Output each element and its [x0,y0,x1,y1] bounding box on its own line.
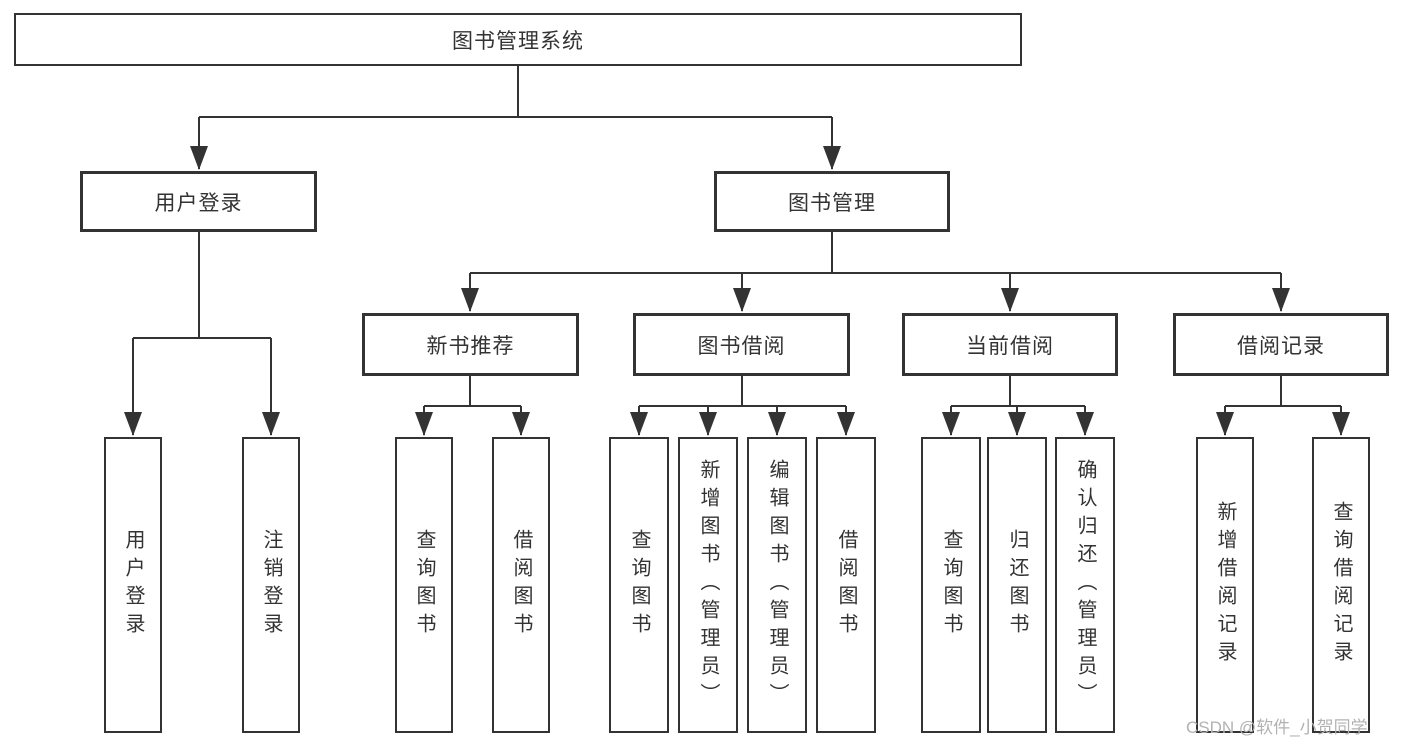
node-user-login-label: 用户登录 [154,191,243,215]
leaf-query-books-newbook-label: 查询图书 [413,529,435,641]
node-root-system: 图书管理系统 [14,13,1022,66]
node-current-borrow-label: 当前借阅 [966,334,1054,358]
leaf-query-books-current-label: 查询图书 [940,529,962,641]
leaf-confirm-return-admin: 确认归还（管理员） [1055,437,1115,733]
node-new-book-recommend-label: 新书推荐 [426,334,515,358]
node-borrow-record-label: 借阅记录 [1237,334,1325,358]
leaf-query-books-newbook: 查询图书 [395,437,453,733]
csdn-watermark: CSDN @软件_小贺同学 [1186,718,1368,737]
leaf-return-books: 归还图书 [987,437,1047,733]
node-new-book-recommend: 新书推荐 [362,313,579,376]
leaf-add-books-admin: 新增图书（管理员） [678,437,738,733]
leaf-query-books-borrow-label: 查询图书 [628,529,650,641]
leaf-borrow-books-newbook-label: 借阅图书 [510,529,532,641]
leaf-borrow-books-label: 借阅图书 [835,529,857,641]
leaf-query-books-borrow: 查询图书 [609,437,669,733]
node-borrow-record: 借阅记录 [1173,313,1389,376]
leaf-query-books-current: 查询图书 [921,437,981,733]
leaf-confirm-return-admin-label: 确认归还（管理员） [1074,459,1096,711]
leaf-add-borrow-record-label: 新增借阅记录 [1214,501,1236,669]
leaf-add-borrow-record: 新增借阅记录 [1196,437,1254,733]
node-book-management: 图书管理 [714,171,950,232]
leaf-add-books-admin-label: 新增图书（管理员） [697,459,719,711]
leaf-return-books-label: 归还图书 [1006,529,1028,641]
node-book-management-label: 图书管理 [788,191,876,215]
leaf-edit-books-admin: 编辑图书（管理员） [747,437,807,733]
node-user-login: 用户登录 [80,171,317,232]
node-current-borrow: 当前借阅 [902,313,1118,376]
node-book-borrow: 图书借阅 [633,313,850,376]
leaf-user-login: 用户登录 [104,437,162,733]
node-root-system-label: 图书管理系统 [452,29,584,53]
leaf-logout: 注销登录 [242,437,300,733]
leaf-borrow-books: 借阅图书 [816,437,876,733]
leaf-query-borrow-record-label: 查询借阅记录 [1330,501,1352,669]
leaf-edit-books-admin-label: 编辑图书（管理员） [766,459,788,711]
leaf-borrow-books-newbook: 借阅图书 [492,437,550,733]
leaf-logout-label: 注销登录 [260,529,282,641]
leaf-user-login-label: 用户登录 [122,529,144,641]
node-book-borrow-label: 图书借阅 [697,334,786,358]
leaf-query-borrow-record: 查询借阅记录 [1312,437,1370,733]
